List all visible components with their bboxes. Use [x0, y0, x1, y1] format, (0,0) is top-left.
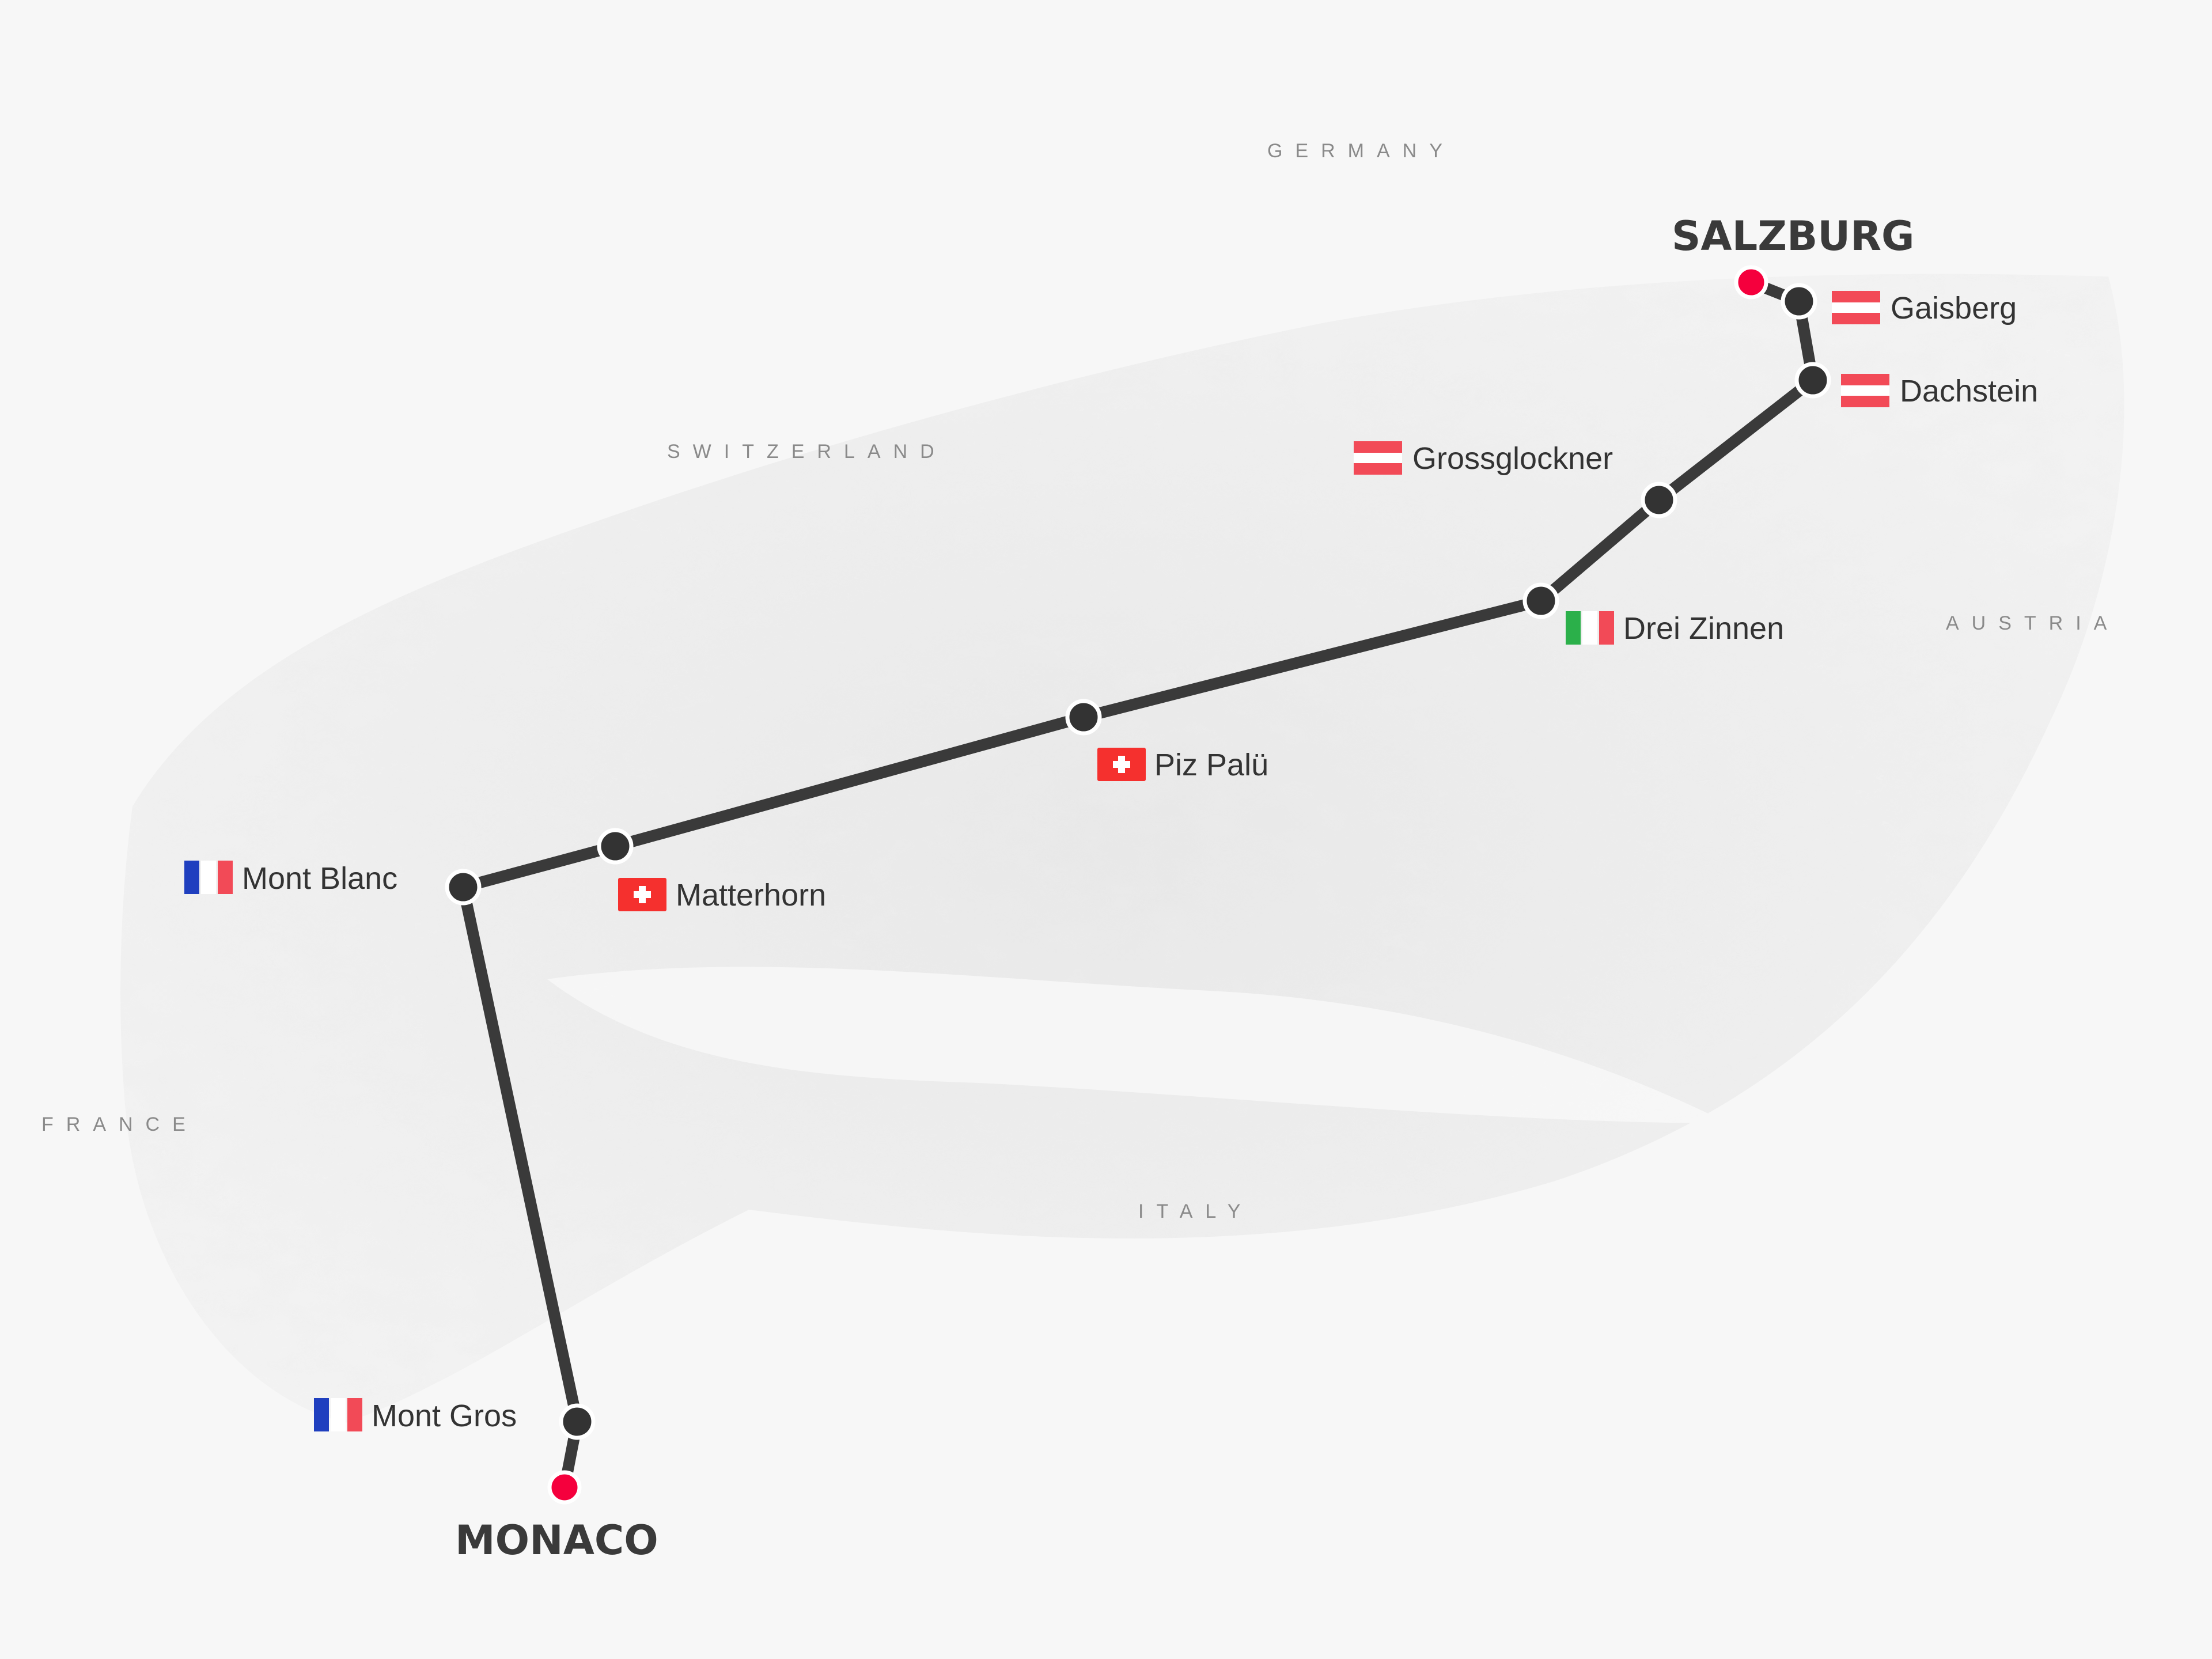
italy-flag-icon: [1566, 611, 1614, 645]
stop-label-mont-blanc: Mont Blanc: [242, 861, 397, 896]
city-label-monaco: MONACO: [455, 1517, 658, 1564]
switzerland-flag-icon: [618, 878, 666, 911]
stop-label-matterhorn: Matterhorn: [676, 878, 826, 912]
waypoint-marker-grossglockner[interactable]: [1641, 482, 1677, 518]
waypoint-marker-gaisberg[interactable]: [1781, 283, 1817, 320]
stop-label-dachstein: Dachstein: [1900, 374, 2038, 408]
city-label-salzburg: SALZBURG: [1672, 213, 1915, 260]
switzerland-flag-icon: [1097, 748, 1146, 781]
country-label-austria: AUSTRIA: [1946, 612, 2119, 634]
route-line: [457, 276, 1819, 1493]
austria-flag-icon: [1832, 291, 1880, 324]
waypoint-marker-piz-palu[interactable]: [1065, 699, 1102, 736]
waypoint-marker-mont-blanc[interactable]: [445, 869, 482, 906]
stop-label-drei-zinnen: Drei Zinnen: [1623, 611, 1784, 646]
stop-label-gaisberg: Gaisberg: [1891, 291, 2017, 325]
stop-label-grossglockner: Grossglockner: [1412, 441, 1613, 476]
country-label-france: FRANCE: [41, 1113, 198, 1135]
france-flag-icon: [314, 1398, 362, 1431]
stop-label-piz-palu: Piz Palü: [1154, 748, 1268, 782]
country-label-germany: GERMANY: [1267, 140, 1455, 162]
austria-flag-icon: [1841, 374, 1889, 407]
endpoint-marker-salzburg[interactable]: [1734, 265, 1768, 300]
waypoint-marker-dachstein[interactable]: [1794, 362, 1831, 399]
waypoints: [445, 283, 1831, 1440]
france-flag-icon: [184, 861, 233, 894]
waypoint-marker-matterhorn[interactable]: [597, 828, 634, 865]
stop-label-mont-gros: Mont Gros: [372, 1399, 517, 1433]
country-label-italy: ITALY: [1138, 1200, 1253, 1222]
waypoint-marker-drei-zinnen[interactable]: [1522, 582, 1559, 619]
country-label-switzerland: SWITZERLAND: [667, 441, 947, 463]
endpoint-marker-monaco[interactable]: [547, 1470, 582, 1505]
terrain-relief: [120, 274, 2124, 1423]
austria-flag-icon: [1354, 441, 1402, 475]
waypoint-marker-mont-gros[interactable]: [559, 1403, 596, 1440]
